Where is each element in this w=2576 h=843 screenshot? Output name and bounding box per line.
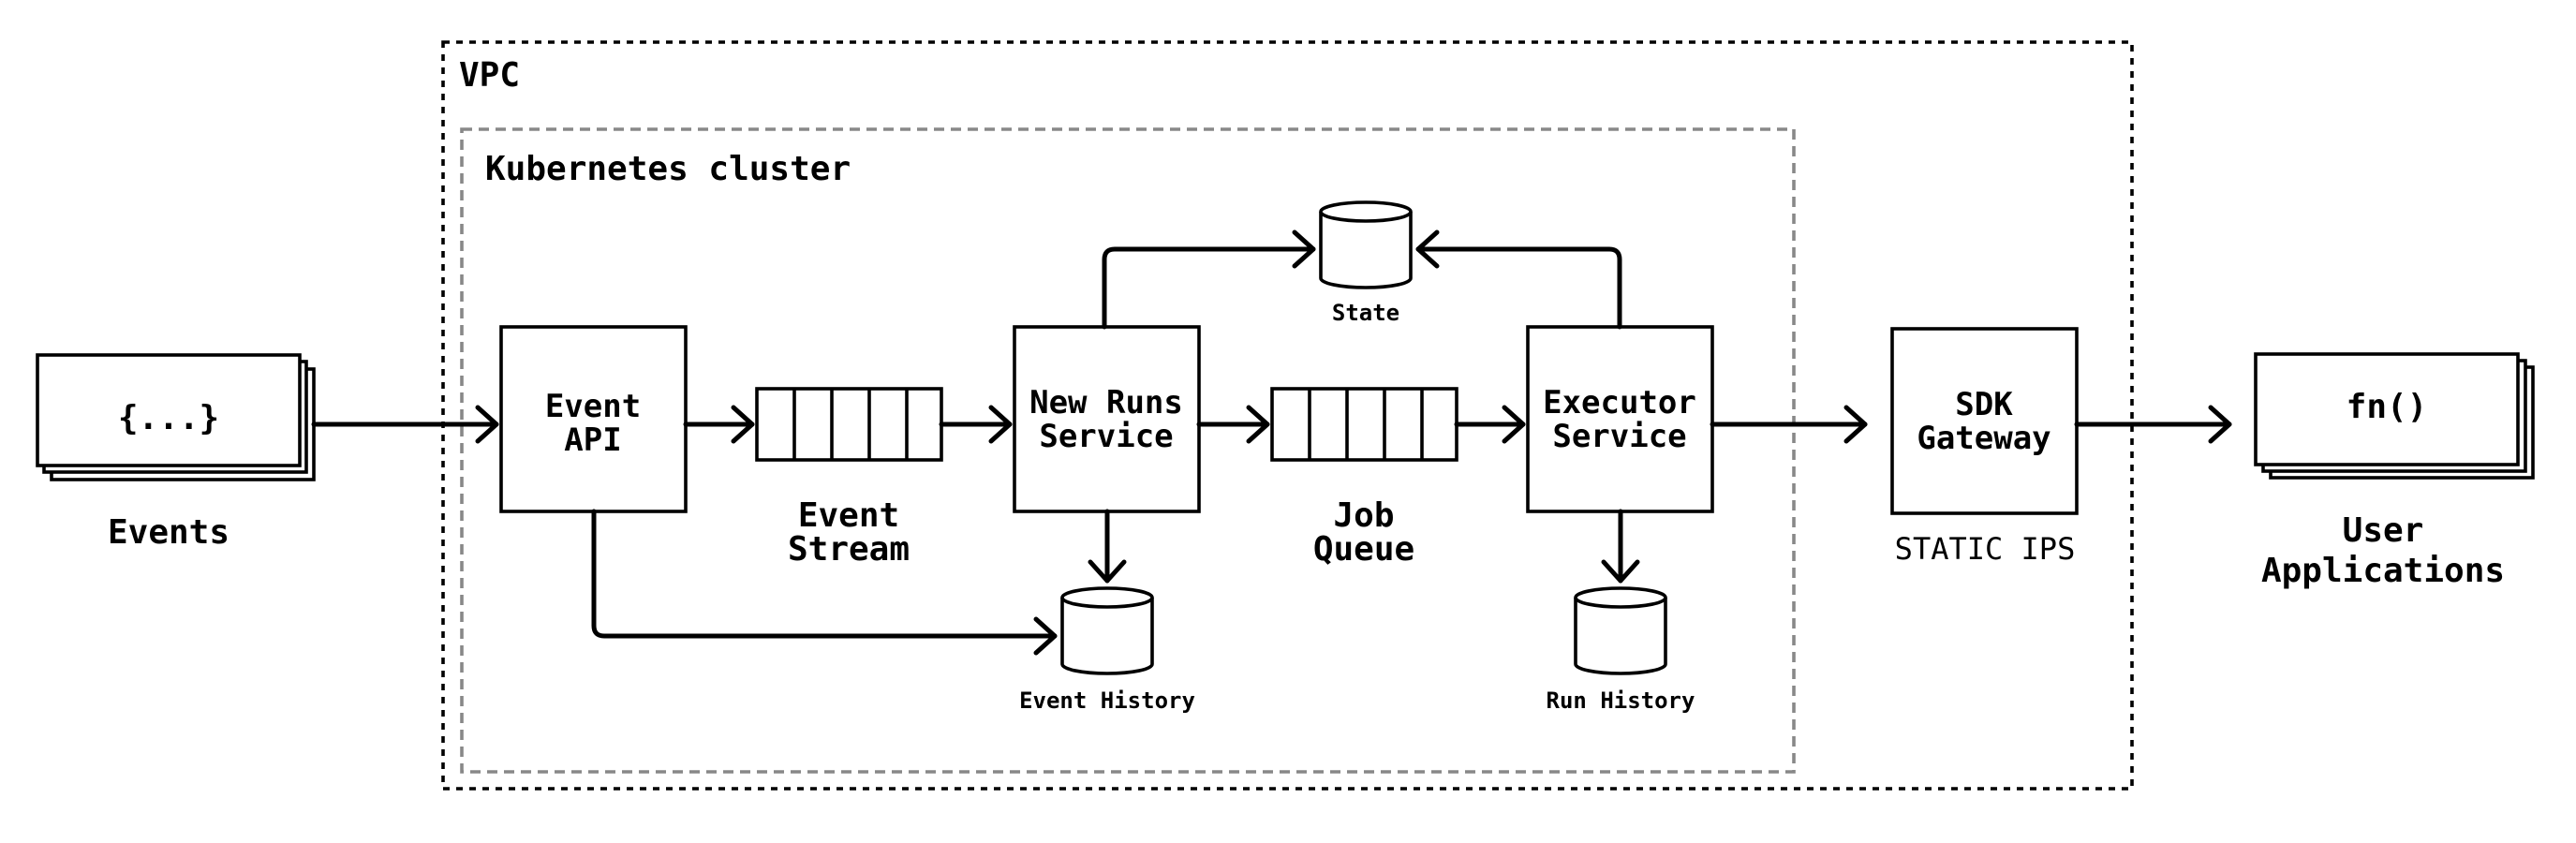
new-runs-line2: Service	[1039, 418, 1173, 455]
run-history-db-label: Run History	[1547, 688, 1695, 714]
kubernetes-cluster-boundary	[460, 127, 1796, 774]
user-apps-label-line2: Applications	[2261, 552, 2505, 590]
executor-line1: Executor	[1543, 384, 1696, 422]
event-stream-label-line1: Event	[798, 496, 899, 535]
job-queue-label-line2: Queue	[1313, 530, 1414, 569]
events-glyph: {...}	[118, 399, 219, 437]
arrow-stream-to-new-runs	[939, 405, 1013, 444]
executor-service-box: Executor Service	[1526, 325, 1714, 513]
arrow-new-runs-to-job-queue	[1196, 405, 1270, 444]
arrow-new-runs-to-event-history	[1088, 509, 1127, 584]
executor-line2: Service	[1552, 418, 1686, 455]
events-label: Events	[108, 513, 229, 552]
state-db-label: State	[1332, 300, 1399, 326]
vpc-boundary	[441, 40, 2134, 791]
event-api-line2: API	[564, 422, 621, 459]
event-stream-label-line2: Stream	[788, 530, 910, 569]
arrow-executor-to-sdk-gateway	[1710, 405, 1868, 444]
event-history-database-icon	[1060, 586, 1154, 675]
arrow-executor-to-run-history	[1601, 509, 1640, 584]
user-apps-glyph: fn()	[2347, 388, 2428, 426]
arrow-job-queue-to-executor	[1454, 405, 1526, 444]
arrow-event-api-to-stream	[683, 405, 755, 444]
run-history-database-icon	[1574, 586, 1667, 675]
user-apps-label-line1: User	[2343, 511, 2424, 550]
arrow-executor-to-state	[1415, 229, 1622, 330]
event-stream-queue	[755, 387, 943, 462]
arrow-event-api-to-event-history	[591, 509, 1058, 656]
new-runs-line1: New Runs	[1029, 384, 1183, 422]
job-queue	[1270, 387, 1458, 462]
arrow-new-runs-to-state	[1102, 229, 1316, 330]
vpc-label: VPC	[459, 56, 520, 95]
arrow-events-to-event-api	[311, 405, 499, 444]
user-applications-card: fn()	[2254, 352, 2535, 480]
events-card: {...}	[36, 353, 316, 481]
static-ips-note: STATIC IPS	[1895, 531, 2076, 567]
kubernetes-cluster-label: Kubernetes cluster	[485, 150, 851, 188]
event-api-line1: Event	[545, 388, 641, 425]
event-history-db-label: Event History	[1019, 688, 1195, 714]
sdk-gateway-line1: SDK	[1955, 386, 2013, 423]
arrow-sdk-gateway-to-user-apps	[2074, 405, 2232, 444]
sdk-gateway-line2: Gateway	[1917, 420, 2050, 457]
job-queue-label-line1: Job	[1333, 496, 1394, 535]
event-api-box: Event API	[499, 325, 688, 513]
new-runs-service-box: New Runs Service	[1013, 325, 1201, 513]
sdk-gateway-box: SDK Gateway	[1890, 327, 2079, 515]
state-database-icon	[1319, 200, 1413, 289]
